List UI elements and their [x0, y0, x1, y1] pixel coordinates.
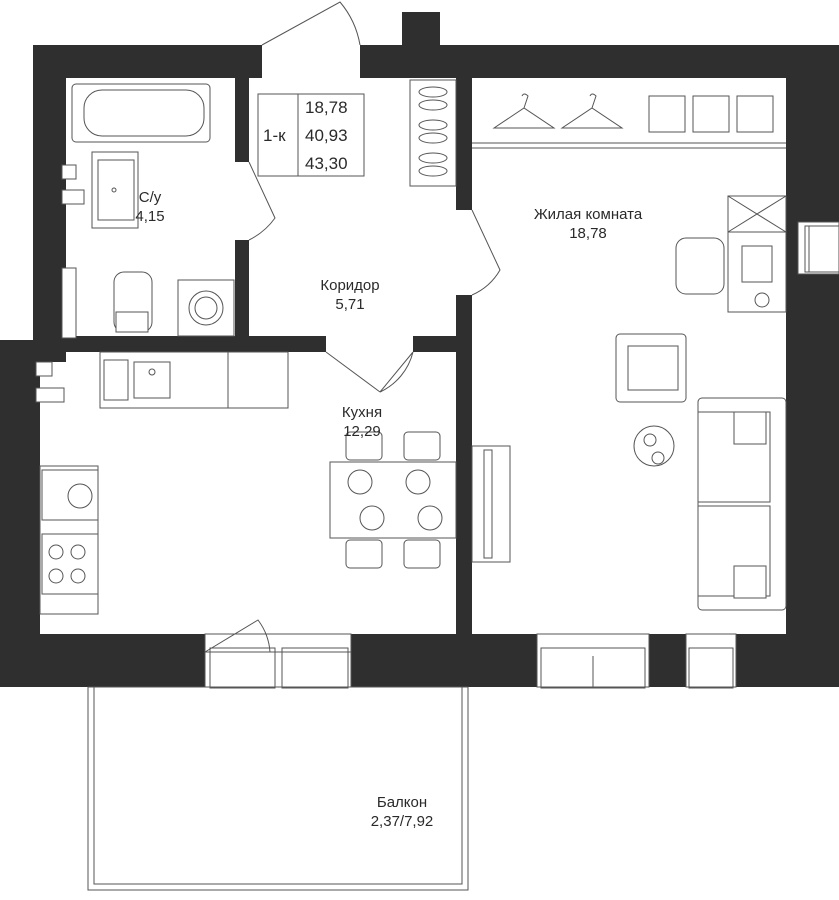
- tv: [471, 445, 511, 563]
- room-area: 12,29: [343, 423, 381, 440]
- room-kitchen-label: Кухня 12,29: [312, 403, 412, 441]
- bathroom-fixtures: [71, 83, 235, 337]
- room-name: Жилая комната: [533, 206, 643, 223]
- living-area-value: 18,78: [305, 98, 348, 117]
- total-area-value: 40,93: [305, 126, 348, 145]
- room-name: Коридор: [320, 277, 380, 294]
- room-balcony-label: Балкон 2,37/7,92: [342, 793, 462, 831]
- doors: [204, 1, 501, 653]
- room-name: С/у: [138, 189, 162, 206]
- room-corridor-label: Коридор 5,71: [290, 276, 410, 314]
- room-name: Кухня: [341, 404, 383, 421]
- room-area: 2,37/7,92: [370, 813, 434, 830]
- kitchen-fixtures: [39, 351, 289, 615]
- balcony-frame: [87, 686, 469, 891]
- window-frames: [35, 164, 839, 689]
- room-bathroom-label: С/у 4,15: [110, 188, 190, 226]
- living-furniture: [615, 333, 787, 611]
- dining-table: [329, 431, 457, 569]
- room-name: Балкон: [376, 794, 428, 811]
- room-living-label: Жилая комната 18,78: [508, 205, 668, 243]
- apartment-type: 1-к: [263, 126, 286, 145]
- shoe-rack: [409, 79, 457, 187]
- wardrobe: [472, 93, 786, 149]
- summary-box: [257, 93, 365, 177]
- desk: [675, 195, 787, 313]
- room-area: 4,15: [135, 208, 165, 225]
- apartment-summary: 1-к 18,78 40,93 43,30: [258, 94, 364, 176]
- room-area: 5,71: [335, 296, 365, 313]
- room-area: 18,78: [569, 225, 607, 242]
- total-area-with-balcony-value: 43,30: [305, 154, 348, 173]
